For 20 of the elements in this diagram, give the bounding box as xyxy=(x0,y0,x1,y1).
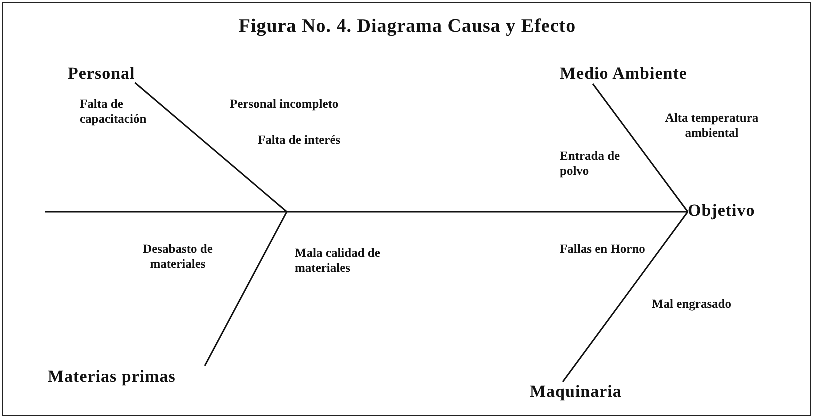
cause-label: Desabasto de materiales xyxy=(142,242,214,272)
cause-label: Personal incompleto xyxy=(230,97,339,112)
category-label: Medio Ambiente xyxy=(560,64,688,84)
cause-label: Fallas en Horno xyxy=(560,242,646,257)
bone-line xyxy=(562,212,689,382)
title: Figura No. 4. Diagrama Causa y Efecto xyxy=(238,16,578,38)
bone-line xyxy=(204,212,288,366)
cause-label: Entrada de polvo xyxy=(560,149,622,179)
category-label: Personal xyxy=(68,64,136,84)
bone-line xyxy=(592,84,689,212)
effect-label: Objetivo xyxy=(688,201,756,221)
cause-label: Falta de interés xyxy=(258,133,341,148)
cause-label: Mal engrasado xyxy=(652,297,732,312)
spine-line xyxy=(45,211,688,213)
cause-label: Alta temperatura ambiental xyxy=(664,111,760,141)
cause-label: Falta de capacitación xyxy=(80,97,148,127)
category-label: Maquinaria xyxy=(530,382,622,402)
bone-line xyxy=(134,82,288,213)
cause-label: Mala calidad de materiales xyxy=(295,246,382,276)
category-label: Materias primas xyxy=(48,366,206,388)
